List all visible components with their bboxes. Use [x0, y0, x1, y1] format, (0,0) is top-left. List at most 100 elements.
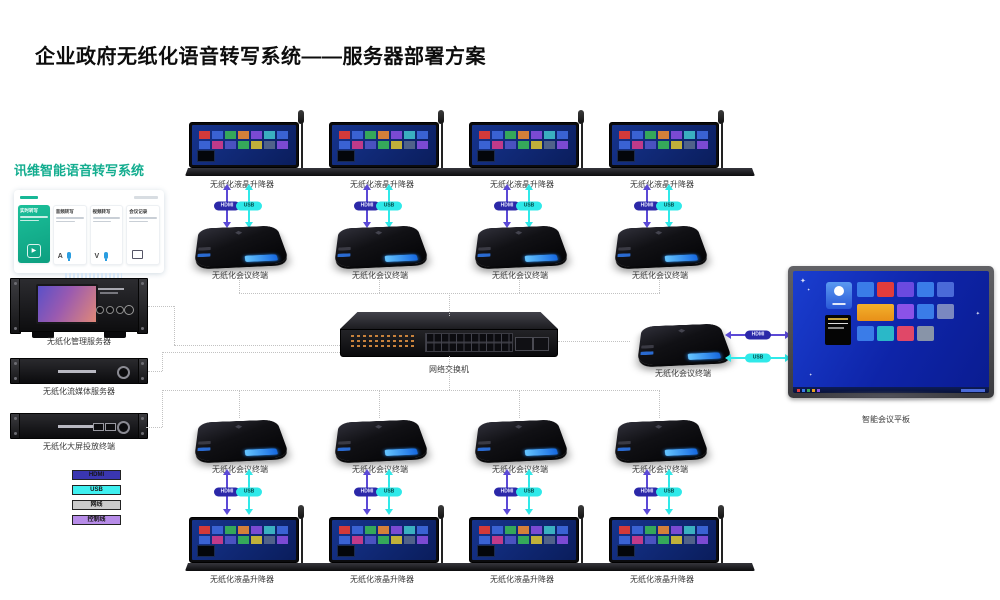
connector-line — [148, 371, 162, 372]
hdmi-badge: HDMI — [214, 201, 240, 211]
usb-badge: USB — [516, 487, 542, 497]
connector-line — [558, 341, 630, 342]
microphone-icon — [438, 110, 444, 124]
arrowhead-icon — [525, 222, 533, 228]
app-tile-row — [857, 282, 874, 297]
terminal-body: ◆ — [333, 419, 431, 462]
power-button-icon — [117, 421, 130, 434]
text-line — [20, 216, 48, 218]
device-label: 无纸化会议终端 — [632, 271, 688, 280]
front-light-strip — [664, 254, 699, 262]
sparkle-icon — [976, 311, 980, 317]
usb-badge: USB — [236, 201, 262, 211]
terminal-body: ◆ — [193, 225, 291, 268]
lcd-lifter-unit: 无纸化液晶升降器 — [465, 505, 615, 585]
usb-cable-arrow: USB — [516, 184, 542, 228]
document-icon — [132, 250, 144, 259]
front-light-strip — [244, 448, 279, 456]
arrowhead-icon — [665, 469, 673, 475]
connector-line — [239, 280, 240, 293]
text-line — [828, 322, 848, 324]
arrowhead-icon — [385, 184, 393, 190]
server-front-panel — [19, 413, 139, 439]
arrowhead-icon — [643, 222, 651, 228]
hdmi-badge: HDMI — [634, 201, 660, 211]
hdmi-cable-arrow: HDMI — [494, 469, 520, 515]
microphone-stem — [300, 123, 303, 169]
usb-cable-arrow: USB — [376, 184, 402, 228]
device-label: 无纸化大屏投放终端 — [43, 442, 115, 451]
conference-terminal-box: ◆ 无纸化会议终端 — [628, 320, 738, 378]
microphone-icon — [718, 505, 724, 519]
conference-terminal-box: ◆ 无纸化会议终端 — [605, 416, 715, 474]
port-label-text — [351, 335, 415, 350]
lifter-screen — [609, 517, 719, 563]
lifter-screen — [469, 122, 579, 168]
port-icon — [198, 440, 211, 445]
brand-logo-icon — [20, 196, 38, 199]
front-light-strip — [244, 254, 279, 262]
arrowhead-icon — [245, 184, 253, 190]
legend-item-usb: USB — [72, 485, 121, 495]
lcd-lifter-unit: 无纸化液晶升降器 — [325, 505, 475, 585]
usb-port-icon — [617, 253, 631, 258]
lcd-lifter-unit: 无纸化液晶升降器 — [605, 110, 755, 190]
usb-port-icon — [477, 253, 491, 258]
text-line — [100, 292, 118, 294]
knob-icon — [96, 306, 104, 314]
avatar-icon — [834, 286, 844, 296]
terminal-body: ◆ — [613, 419, 711, 462]
lifter-display — [332, 125, 436, 165]
port-icon — [478, 246, 491, 251]
switch-top-face — [340, 312, 558, 329]
switch-front-panel — [340, 329, 558, 357]
port-icon — [338, 246, 351, 251]
microphone-icon — [438, 505, 444, 519]
lcd-lifter-unit: 无纸化液晶升降器 — [465, 110, 615, 190]
front-light-strip — [384, 254, 419, 262]
arrowhead-icon — [223, 469, 231, 475]
arrowhead-icon — [643, 469, 651, 475]
connector-line — [449, 356, 450, 390]
port-icon — [105, 423, 116, 431]
terminal-body: ◆ — [613, 225, 711, 268]
usb-badge: USB — [376, 487, 402, 497]
front-light-strip — [664, 448, 699, 456]
network-switch: 网络交换机 — [340, 312, 558, 374]
arrowhead-icon — [503, 184, 511, 190]
usb-cable-arrow: USB — [725, 353, 791, 363]
arrowhead-icon — [725, 354, 731, 362]
lifter-screen — [469, 517, 579, 563]
lifter-screen — [329, 122, 439, 168]
lifter-base — [465, 563, 615, 571]
text-line — [828, 327, 844, 329]
device-label: 无纸化液晶升降器 — [350, 575, 414, 584]
conference-terminal-box: ◆ 无纸化会议终端 — [465, 416, 575, 474]
hdmi-cable-arrow: HDMI — [214, 469, 240, 515]
hdmi-cable-arrow: HDMI — [354, 469, 380, 515]
usb-cable-arrow: USB — [376, 469, 402, 515]
device-label: 无纸化液晶升降器 — [490, 180, 554, 189]
feature-tile-audio: 音频转写 A — [52, 205, 87, 265]
arrowhead-icon — [643, 509, 651, 515]
usb-port-icon — [337, 253, 351, 258]
port-icon — [641, 344, 654, 349]
terminal-body: ◆ — [193, 419, 291, 462]
arrowhead-icon — [385, 469, 393, 475]
app-tile-row — [857, 326, 874, 341]
lcd-lifter-unit: 无纸化液晶升降器 — [605, 505, 755, 585]
lifter-screen — [609, 122, 719, 168]
lifter-display — [192, 125, 296, 165]
connector-line — [162, 390, 163, 427]
arrowhead-icon — [503, 469, 511, 475]
brand-logo-icon: ◆ — [374, 423, 383, 430]
terminal-body: ◆ — [473, 419, 571, 462]
arrowhead-icon — [223, 509, 231, 515]
hdmi-cable-arrow: HDMI — [214, 184, 240, 228]
taskbar — [793, 387, 989, 393]
device-label: 无纸化液晶升降器 — [210, 575, 274, 584]
connector-line — [174, 345, 340, 346]
app-tile-row — [897, 304, 914, 319]
usb-badge: USB — [376, 201, 402, 211]
card-menu-placeholder — [134, 196, 158, 199]
